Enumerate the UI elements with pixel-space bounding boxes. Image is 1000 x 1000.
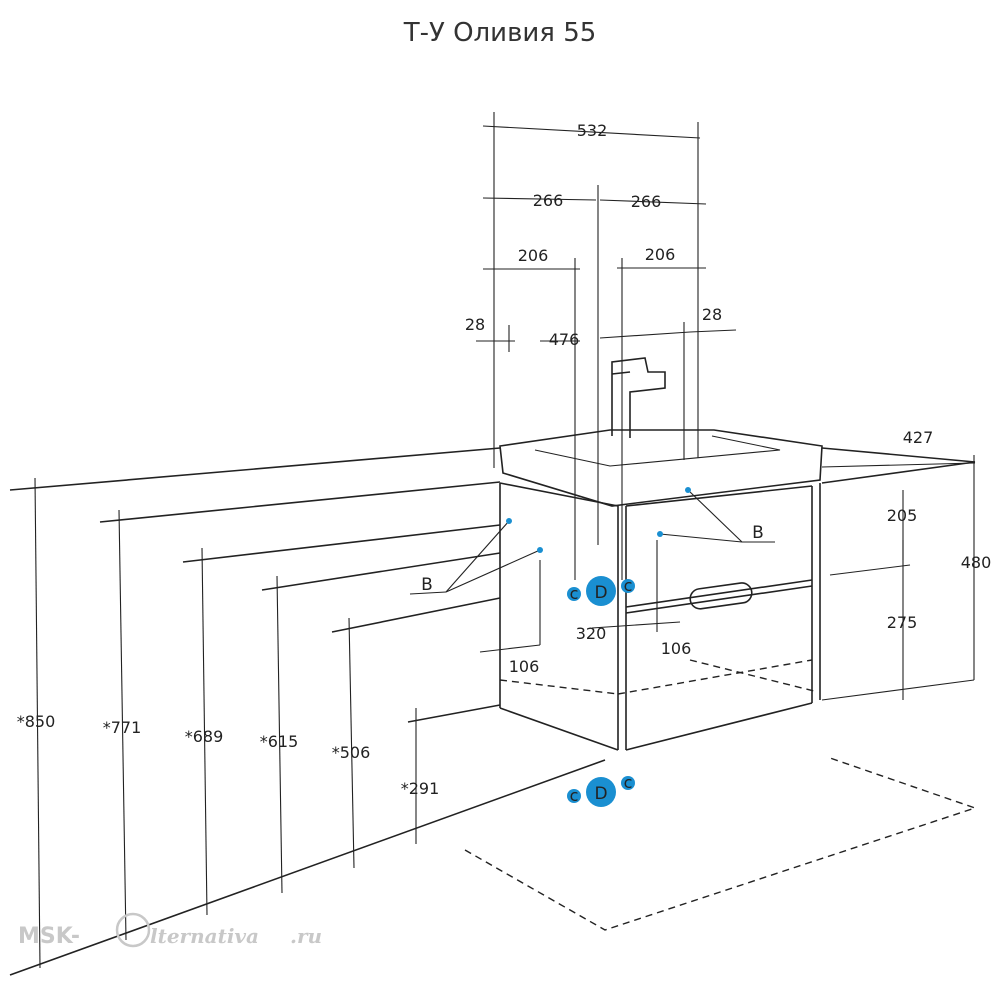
supply-floor: c D c: [567, 773, 635, 807]
dim-476: 476: [549, 330, 580, 349]
dim-28-left: 28: [465, 315, 485, 334]
dot-left-1: [506, 518, 512, 524]
cold-wall-label: c: [570, 584, 579, 603]
dim-427: 427: [903, 428, 934, 447]
cold-wall-icon: [567, 587, 581, 601]
top-dimensions: [476, 112, 737, 580]
label-b-left: B: [421, 575, 433, 595]
hot-wall-icon: [621, 579, 635, 593]
dim-28-right: 28: [702, 305, 722, 324]
dim-291: *291: [401, 779, 440, 798]
wall-connections: [506, 487, 691, 553]
dim-320: 320: [576, 624, 607, 643]
dot-right-1: [657, 531, 663, 537]
dimension-labels: 532 266 266 206 206 476 28 28 427 205 27…: [17, 121, 992, 798]
watermark-logo-icon: [115, 912, 151, 948]
wall-lines: [9, 447, 976, 976]
floor-outline: [464, 757, 978, 931]
dim-850: *850: [17, 712, 56, 731]
hot-floor-icon: [621, 776, 635, 790]
dim-615: *615: [260, 732, 299, 751]
dim-206-left: 206: [518, 246, 549, 265]
hot-wall-label: c: [624, 576, 633, 595]
b-leaders: [409, 489, 775, 595]
height-dimensions: [34, 477, 681, 969]
side-dimensions: [821, 455, 976, 701]
dim-266-right: 266: [631, 192, 662, 211]
dim-480: 480: [961, 553, 992, 572]
dim-106-right: 106: [661, 639, 692, 658]
dot-right-2: [685, 487, 691, 493]
dim-689: *689: [185, 727, 224, 746]
dim-106-left: 106: [509, 657, 540, 676]
hot-floor-label: c: [624, 773, 633, 792]
dim-532: 532: [577, 121, 608, 140]
dim-206-right: 206: [645, 245, 676, 264]
label-b-right: B: [752, 523, 764, 543]
dim-771: *771: [103, 718, 142, 737]
watermark-domain: .ru: [290, 924, 322, 948]
dot-left-2: [537, 547, 543, 553]
drain-wall-icon: [586, 576, 616, 606]
faucet: [611, 357, 666, 438]
dim-275: 275: [887, 613, 918, 632]
dim-506: *506: [332, 743, 371, 762]
watermark-tail: lternativa: [150, 924, 259, 948]
watermark-brand: MSK-: [18, 924, 80, 949]
drain-floor-label: D: [594, 784, 607, 804]
drawing-title: Т-У Оливия 55: [403, 18, 597, 48]
dim-266-left: 266: [533, 191, 564, 210]
watermark: MSK- lternativa .ru: [18, 912, 322, 949]
drain-wall-label: D: [594, 583, 607, 603]
supply-wall: c D c: [567, 576, 635, 606]
drain-floor-icon: [586, 777, 616, 807]
cold-floor-icon: [567, 789, 581, 803]
cold-floor-label: c: [570, 786, 579, 805]
cabinet: [499, 429, 823, 751]
dim-205: 205: [887, 506, 918, 525]
